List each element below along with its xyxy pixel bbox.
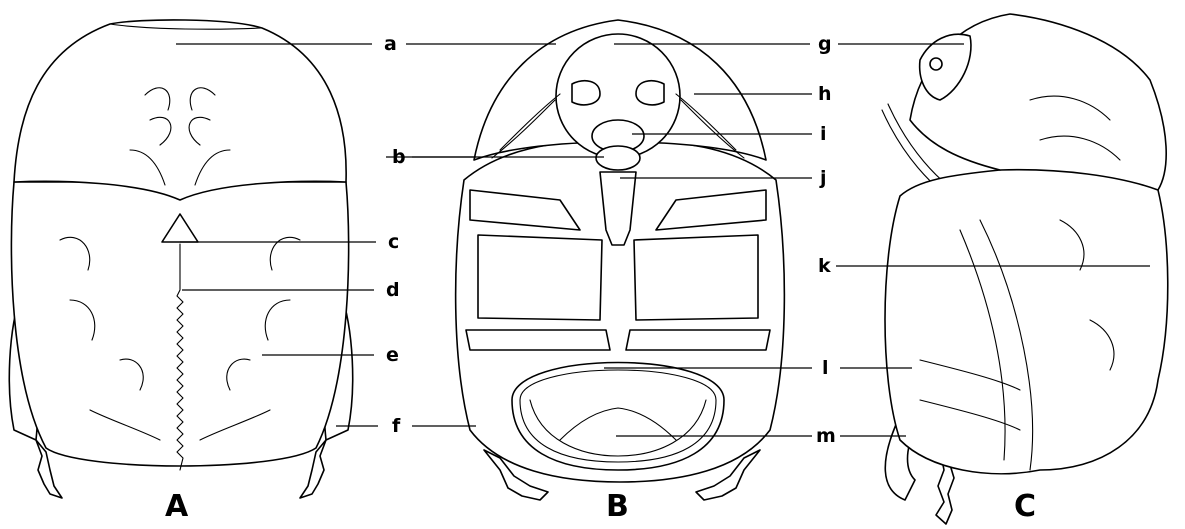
label-a: a <box>384 33 397 55</box>
label-b: b <box>392 146 406 168</box>
lateral-view: C <box>882 14 1168 524</box>
ventral-view: B <box>456 20 785 524</box>
label-f: f <box>392 415 401 437</box>
dorsal-view: A <box>9 20 352 524</box>
panel-label-c: C <box>1014 489 1036 524</box>
label-e: e <box>386 344 399 366</box>
label-l: l <box>822 357 829 379</box>
panel-label-a: A <box>165 489 189 524</box>
abdomen <box>512 363 724 471</box>
label-g: g <box>818 33 832 55</box>
label-d: d <box>386 279 400 301</box>
label-i: i <box>820 123 827 145</box>
label-c: c <box>388 231 399 253</box>
pronotum <box>14 20 346 200</box>
panel-label-b: B <box>606 489 629 524</box>
label-j: j <box>819 167 827 189</box>
label-h: h <box>818 83 832 105</box>
lateral-body <box>885 166 1168 474</box>
label-k: k <box>818 255 831 277</box>
label-m: m <box>816 425 836 447</box>
